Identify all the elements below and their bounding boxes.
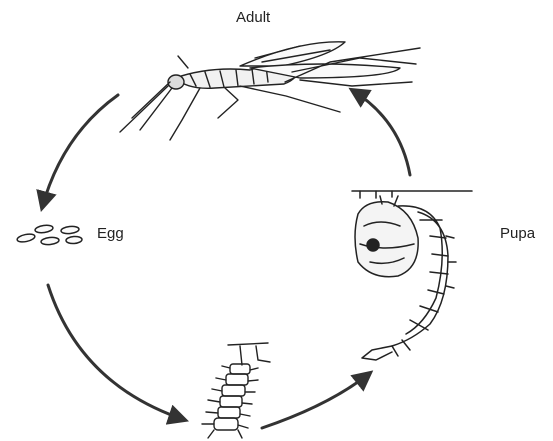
arrow-pupa-to-adult: [352, 90, 410, 175]
label-adult: Adult: [236, 10, 270, 25]
egg-cluster: [16, 224, 82, 245]
arrow-egg-to-larva: [48, 285, 185, 420]
adult-mosquito: [120, 42, 420, 140]
larva: [202, 343, 270, 438]
pupa: [352, 191, 472, 360]
arrow-larva-to-pupa: [262, 373, 370, 428]
label-pupa: Pupa: [500, 226, 535, 241]
arrow-adult-to-egg: [42, 95, 118, 208]
label-egg: Egg: [97, 226, 124, 241]
